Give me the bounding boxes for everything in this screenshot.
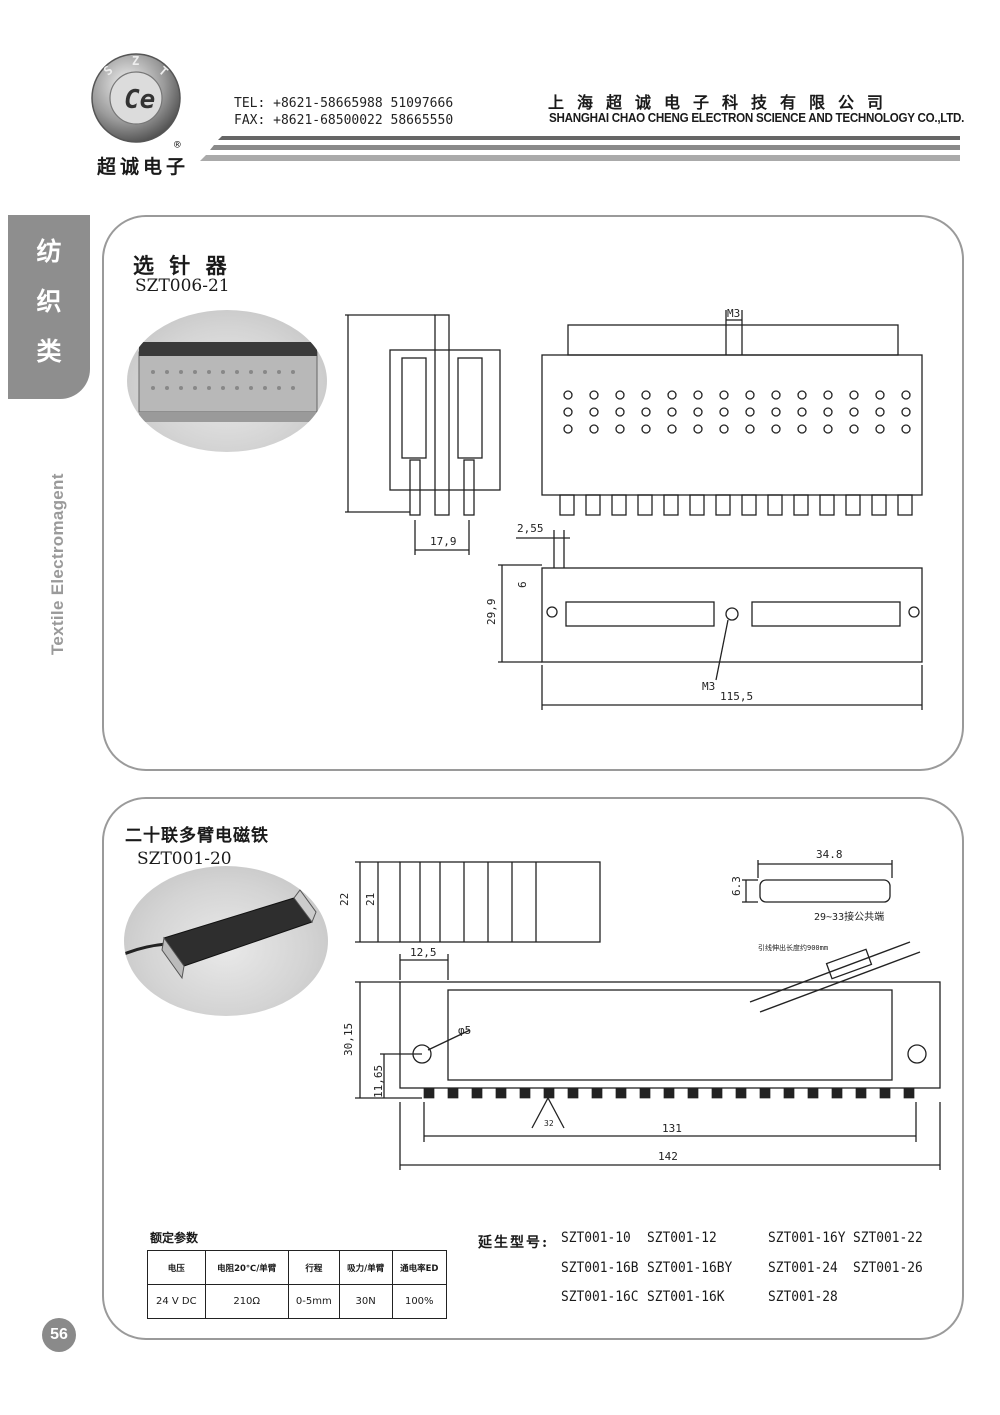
dim-d5: φ5	[458, 1024, 471, 1037]
svg-text:Z: Z	[132, 54, 139, 68]
spec-stroke: 0-5mm	[287, 1284, 340, 1319]
model-item: SZT001-16B	[561, 1260, 639, 1276]
connector-note: 29~33接公共端	[814, 910, 884, 923]
spec-resistance: 210Ω	[204, 1284, 289, 1319]
fax-line: FAX: +8621-68500022 58665550	[234, 113, 454, 128]
model-item: SZT001-10	[561, 1230, 631, 1246]
spec-header-duty: 通电率ED	[391, 1250, 447, 1285]
dim-height-total: 29,9	[485, 599, 498, 626]
product2-model: SZT001-20	[137, 849, 232, 869]
model-item: SZT001-16K	[647, 1289, 725, 1305]
model-item: SZT001-24	[768, 1260, 838, 1276]
tel-line: TEL: +8621-58665988 51097666	[234, 96, 454, 111]
product-panel-needle-selector	[102, 215, 964, 771]
lead-note: 引线伸出长度约900mm	[758, 943, 828, 952]
model-item: SZT001-16BY	[647, 1260, 733, 1276]
dim-len142: 142	[658, 1150, 678, 1163]
logo-monogram: Ce	[124, 85, 155, 115]
dim-pitch: 2,55	[517, 522, 544, 535]
spec-force: 30N	[338, 1284, 393, 1319]
category-tab: 纺 织 类	[8, 215, 90, 399]
spec-value-row: 24 V DC 210Ω 0-5mm 30N 100%	[147, 1284, 447, 1319]
spec-header-force: 吸力/单臂	[338, 1250, 393, 1285]
dim-conn-height: 6.3	[730, 876, 743, 896]
product2-drawing: 22 21 12,5 30,15 φ5 11,65 131 142 32 34.…	[340, 848, 941, 1170]
spec-title: 额定参数	[150, 1231, 199, 1245]
category-char-1: 纺	[36, 237, 62, 266]
dim-len131: 131	[662, 1122, 682, 1135]
page-number: 56	[42, 1318, 76, 1352]
dim-h30: 30,15	[342, 1023, 355, 1056]
model-item: SZT001-16Y	[768, 1230, 846, 1246]
dim-h21: 21	[364, 893, 377, 906]
dim-conn-width: 34.8	[816, 848, 843, 861]
company-name-cn: 上海超诚电子科技有限公司	[548, 93, 897, 112]
category-char-2: 织	[36, 287, 62, 316]
model-item: SZT001-22	[853, 1230, 923, 1246]
contact-info: TEL: +8621-58665988 51097666 FAX: +8621-…	[234, 95, 453, 129]
spec-voltage: 24 V DC	[147, 1284, 206, 1319]
dim-w12: 12,5	[410, 946, 437, 959]
product2-photo	[124, 866, 328, 1016]
dim-m3-bottom: M3	[702, 680, 715, 693]
company-name-en: SHANGHAI CHAO CHENG ELECTRON SCIENCE AND…	[549, 111, 965, 125]
category-vertical-label: Textile Electromagent	[48, 473, 67, 655]
spec-header-resistance: 电阻20℃/单臂	[204, 1250, 289, 1285]
dim-h22: 22	[340, 893, 351, 906]
product1-title: 选 针 器	[133, 253, 231, 278]
product2-title: 二十联多臂电磁铁	[125, 826, 269, 846]
spec-header-row: 电压 电阻20℃/单臂 行程 吸力/单臂 通电率ED	[147, 1250, 447, 1285]
header-rule-lines	[200, 136, 960, 161]
extended-models-label: 延生型号:	[478, 1235, 550, 1251]
category-char-3: 类	[36, 337, 62, 366]
product1-drawing: 17,9 M3 2,55 6 29,9 M3 115,5	[345, 307, 923, 710]
dim-height-6: 6	[516, 581, 529, 588]
registered-mark: ®	[174, 138, 181, 151]
spec-header-stroke: 行程	[287, 1250, 340, 1285]
model-item: SZT001-16C	[561, 1289, 639, 1305]
dim-side-width: 17,9	[430, 535, 457, 548]
product1-model: SZT006-21	[135, 276, 230, 296]
model-item: SZT001-12	[647, 1230, 717, 1246]
spec-header-voltage: 电压	[147, 1250, 206, 1285]
dim-h11: 11,65	[372, 1065, 385, 1098]
model-item: SZT001-26	[853, 1260, 923, 1276]
spec-duty: 100%	[391, 1284, 447, 1319]
spec-table: 电压 电阻20℃/单臂 行程 吸力/单臂 通电率ED 24 V DC 210Ω …	[147, 1250, 447, 1319]
dim-pitch32: 32	[544, 1119, 554, 1128]
model-item: SZT001-28	[768, 1289, 838, 1305]
company-logo: Ce S Z T ®	[88, 52, 192, 152]
product1-photo	[127, 310, 327, 452]
dim-length: 115,5	[720, 690, 753, 703]
brand-name-cn: 超诚电子	[96, 156, 189, 178]
dim-m3-top: M3	[727, 307, 740, 320]
